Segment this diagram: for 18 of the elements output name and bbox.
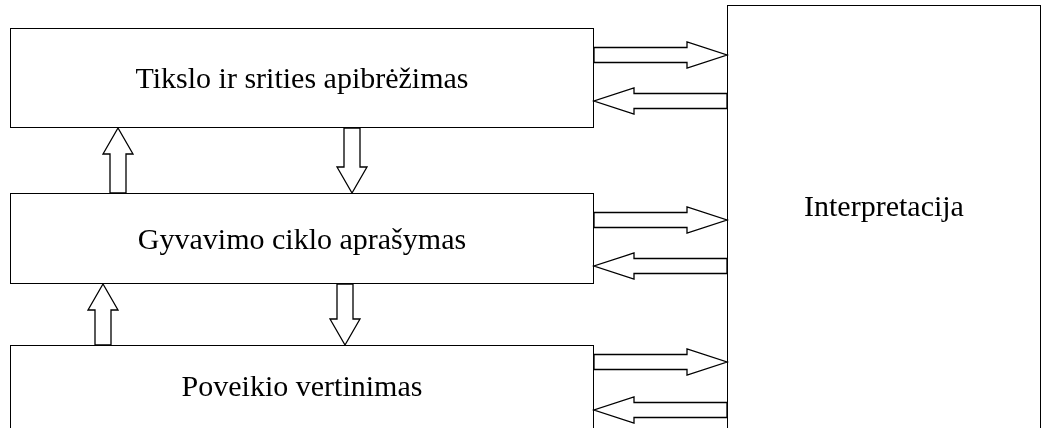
process-box (10, 345, 594, 428)
block-arrow (591, 87, 728, 115)
box-label: Tikslo ir srities apibrėžimas (135, 61, 469, 95)
block-arrow (591, 252, 728, 280)
block-arrow (591, 396, 728, 424)
block-arrow (593, 41, 730, 69)
block-arrow (593, 206, 730, 234)
process-box (10, 28, 594, 128)
process-box (727, 5, 1041, 428)
block-arrow (593, 348, 730, 376)
box-label: Poveikio vertinimas (181, 368, 423, 403)
process-box (10, 193, 594, 284)
box-label: Gyvavimo ciklo aprašymas (137, 221, 467, 256)
block-arrow (86, 282, 120, 346)
block-arrow (328, 283, 362, 347)
block-arrow (335, 127, 369, 195)
box-label: Interpretacija (804, 188, 964, 223)
block-arrow (101, 126, 135, 194)
